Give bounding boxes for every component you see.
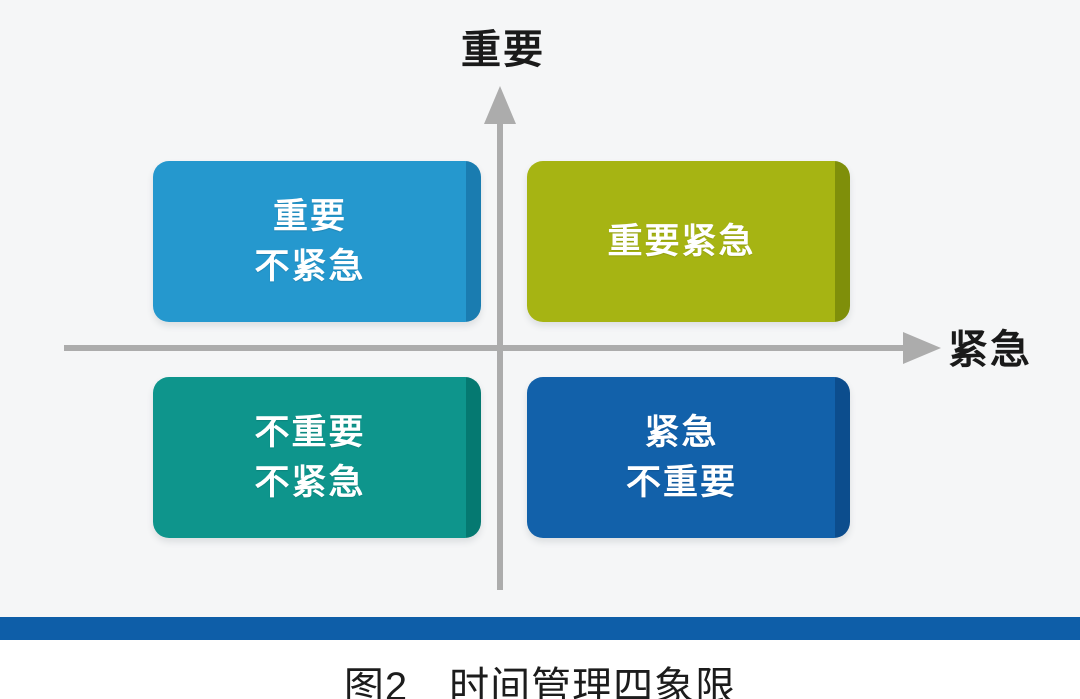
x-axis-line bbox=[64, 345, 910, 351]
x-axis-label: 紧急 bbox=[948, 328, 1032, 372]
figure-caption: 图2 时间管理四象限 bbox=[343, 665, 737, 699]
diagram-canvas: 重要 紧急 重要 不紧急 重要紧急 不重要 不紧急 紧急 不重要 bbox=[64, 28, 1032, 590]
x-axis-arrowhead-icon bbox=[903, 332, 941, 364]
quadrant-not-important-not-urgent: 不重要 不紧急 bbox=[153, 377, 481, 538]
quadrant-important-not-urgent: 重要 不紧急 bbox=[153, 161, 481, 322]
quadrant-important-urgent: 重要紧急 bbox=[527, 161, 850, 322]
quadrant-urgent-not-important: 紧急 不重要 bbox=[527, 377, 850, 538]
quadrant-label: 不重要 不紧急 bbox=[254, 412, 366, 502]
y-axis-line bbox=[497, 116, 503, 590]
divider-bar bbox=[0, 617, 1080, 640]
quadrant-label: 重要 不紧急 bbox=[254, 196, 366, 286]
y-axis-arrowhead-icon bbox=[484, 86, 516, 124]
y-axis-label: 重要 bbox=[461, 28, 545, 72]
quadrant-label: 重要紧急 bbox=[607, 221, 756, 261]
quadrant-label: 紧急 不重要 bbox=[625, 412, 737, 502]
